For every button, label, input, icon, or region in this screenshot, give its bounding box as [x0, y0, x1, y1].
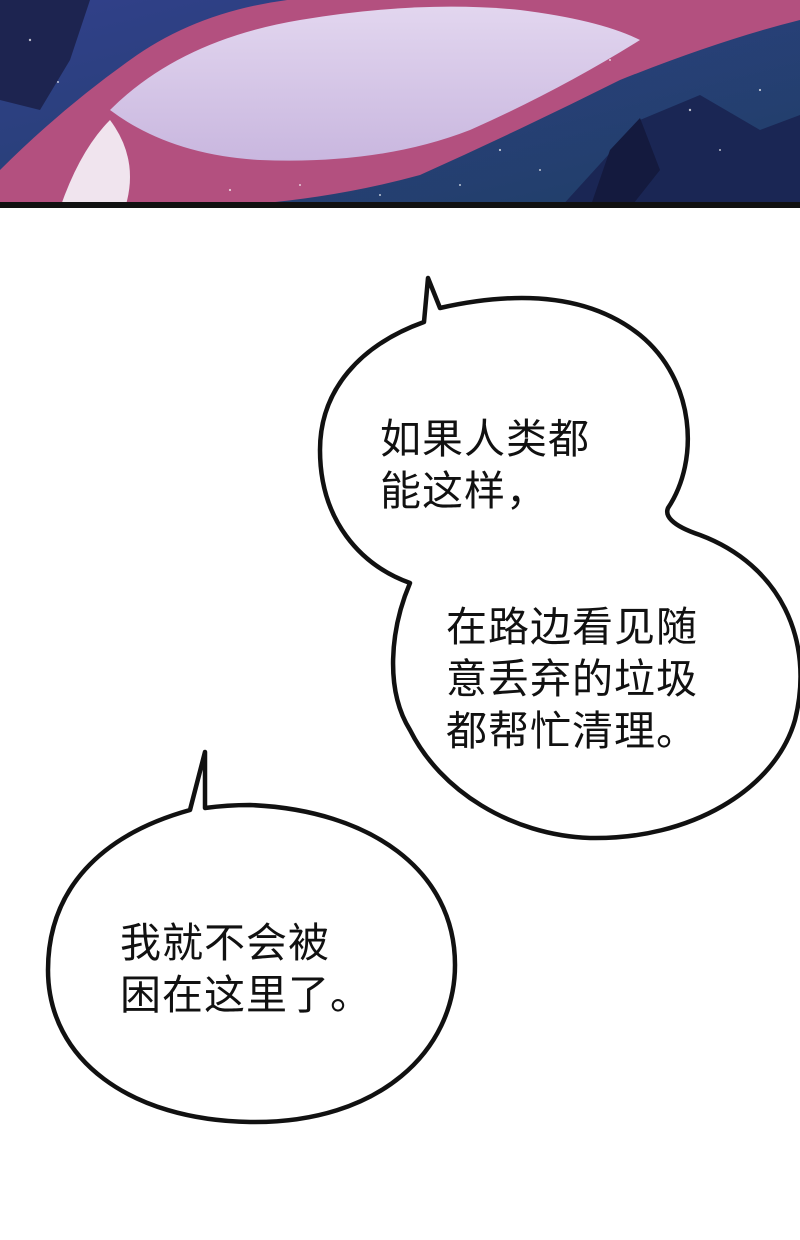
speech-bubble-text-1: 如果人类都 能这样，: [380, 413, 590, 517]
comic-panel-illustration: [0, 0, 800, 208]
speech-bubble-text-3: 我就不会被 困在这里了。: [120, 917, 372, 1021]
speech-bubble-lower-shape: [45, 749, 458, 1125]
speech-bubble-upper-shape: [317, 275, 800, 841]
bubble-line: 都帮忙清理。: [446, 707, 698, 755]
bubble-line: 能这样，: [380, 467, 548, 515]
bubble-line: 如果人类都: [380, 415, 590, 463]
bubble-line: 意丢弃的垃圾: [446, 655, 698, 703]
speech-bubble-text-2: 在路边看见随 意丢弃的垃圾 都帮忙清理。: [446, 601, 698, 757]
bubble-line: 在路边看见随: [446, 603, 698, 651]
night-scene-art: [0, 0, 800, 208]
bubble-line: 我就不会被: [120, 919, 330, 967]
bubble-line: 困在这里了。: [120, 971, 372, 1019]
